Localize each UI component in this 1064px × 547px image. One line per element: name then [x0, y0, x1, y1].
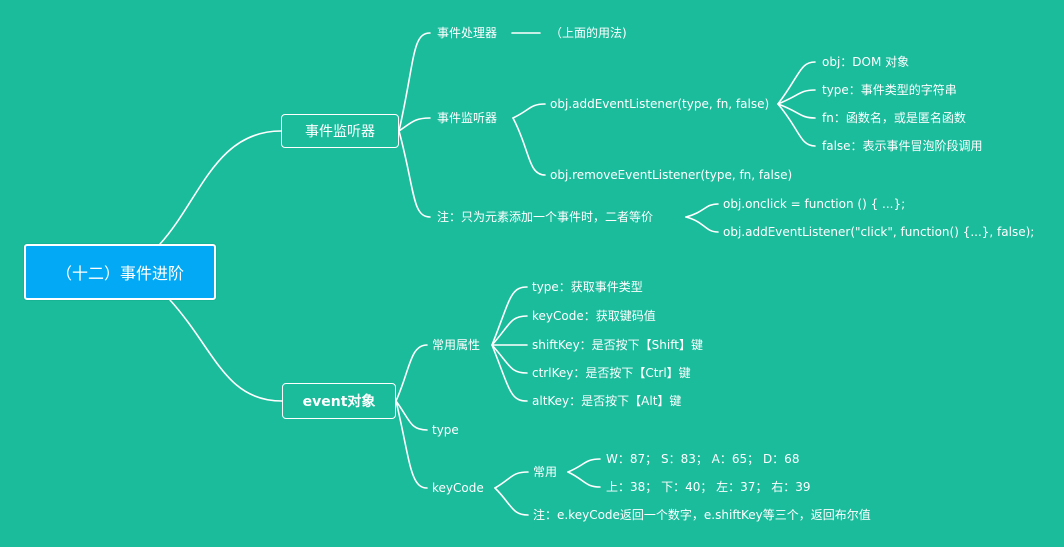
link-common-item4 [491, 344, 528, 374]
link-listener-remove [512, 117, 546, 176]
node-event-handler-detail[interactable]: （上面的用法) [550, 26, 627, 40]
node-arrow-codes[interactable]: 上：38； 下：40； 左：37； 右：39 [606, 480, 811, 494]
link-keys-row2 [567, 471, 601, 488]
node-common-keys[interactable]: 常用 [533, 465, 558, 479]
node-param-obj[interactable]: obj：DOM 对象 [822, 55, 910, 69]
node-onclick-example[interactable]: obj.onclick = function () { ...}; [723, 197, 906, 211]
link-note-item2 [685, 216, 719, 233]
link-note-item1 [685, 203, 719, 218]
root-node[interactable]: （十二）事件进阶 [24, 244, 216, 300]
branch-event-object-label: event对象 [302, 394, 376, 410]
link-b2-type [395, 400, 428, 431]
link-b2-keycode [395, 400, 428, 489]
link-b2-common [395, 344, 428, 402]
node-common-properties[interactable]: 常用属性 [432, 338, 481, 352]
link-b1-listener [398, 117, 431, 132]
node-prop-keycode[interactable]: keyCode：获取键码值 [532, 309, 656, 323]
node-prop-ctrlkey[interactable]: ctrlKey：是否按下【Ctrl】键 [532, 366, 691, 380]
link-keys-row1 [567, 458, 601, 473]
branch-event-listener-label: 事件监听器 [305, 124, 375, 140]
link-common-item1 [491, 286, 528, 346]
node-keycode-note[interactable]: 注：e.keyCode返回一个数字，e.shiftKey等三个，返回布尔值 [533, 508, 871, 522]
node-event-listener[interactable]: 事件监听器 [437, 111, 498, 125]
node-wsad-codes[interactable]: W：87； S：83； A：65； D：68 [606, 452, 800, 466]
node-prop-altkey[interactable]: altKey：是否按下【Alt】键 [532, 394, 682, 408]
link-add-param4 [777, 103, 816, 147]
node-type[interactable]: type [432, 423, 459, 437]
link-root-branch1 [159, 130, 282, 245]
branch-event-listener[interactable]: 事件监听器 [281, 114, 399, 148]
link-keycode-common [494, 471, 529, 489]
branch-event-object[interactable]: event对象 [282, 383, 396, 419]
node-equivalence-note[interactable]: 注：只为元素添加一个事件时，二者等价 [437, 210, 654, 224]
link-root-branch2 [169, 299, 283, 402]
link-common-item5 [491, 344, 528, 402]
link-add-param1 [777, 61, 816, 105]
node-keycode[interactable]: keyCode [432, 481, 484, 495]
link-b1-note [398, 130, 431, 218]
link-common-item2 [491, 315, 528, 346]
node-remove-event-listener[interactable]: obj.removeEventListener(type, fn, false) [550, 168, 793, 182]
node-add-listener-example[interactable]: obj.addEventListener("click", function()… [723, 225, 1035, 239]
node-param-false[interactable]: false：表示事件冒泡阶段调用 [822, 139, 983, 153]
node-prop-type[interactable]: type：获取事件类型 [532, 280, 643, 294]
link-b1-handler [398, 32, 431, 132]
link-add-param2 [777, 89, 816, 105]
node-add-event-listener[interactable]: obj.addEventListener(type, fn, false) [550, 97, 770, 111]
link-listener-add [512, 103, 546, 119]
node-param-fn[interactable]: fn：函数名，或是匿名函数 [822, 111, 966, 125]
node-event-handler[interactable]: 事件处理器 [437, 26, 498, 40]
link-add-param3 [777, 103, 816, 119]
root-label: （十二）事件进阶 [55, 264, 184, 283]
node-param-type[interactable]: type：事件类型的字符串 [822, 83, 957, 97]
node-prop-shiftkey[interactable]: shiftKey：是否按下【Shift】键 [532, 338, 703, 352]
link-keycode-note [494, 487, 529, 516]
